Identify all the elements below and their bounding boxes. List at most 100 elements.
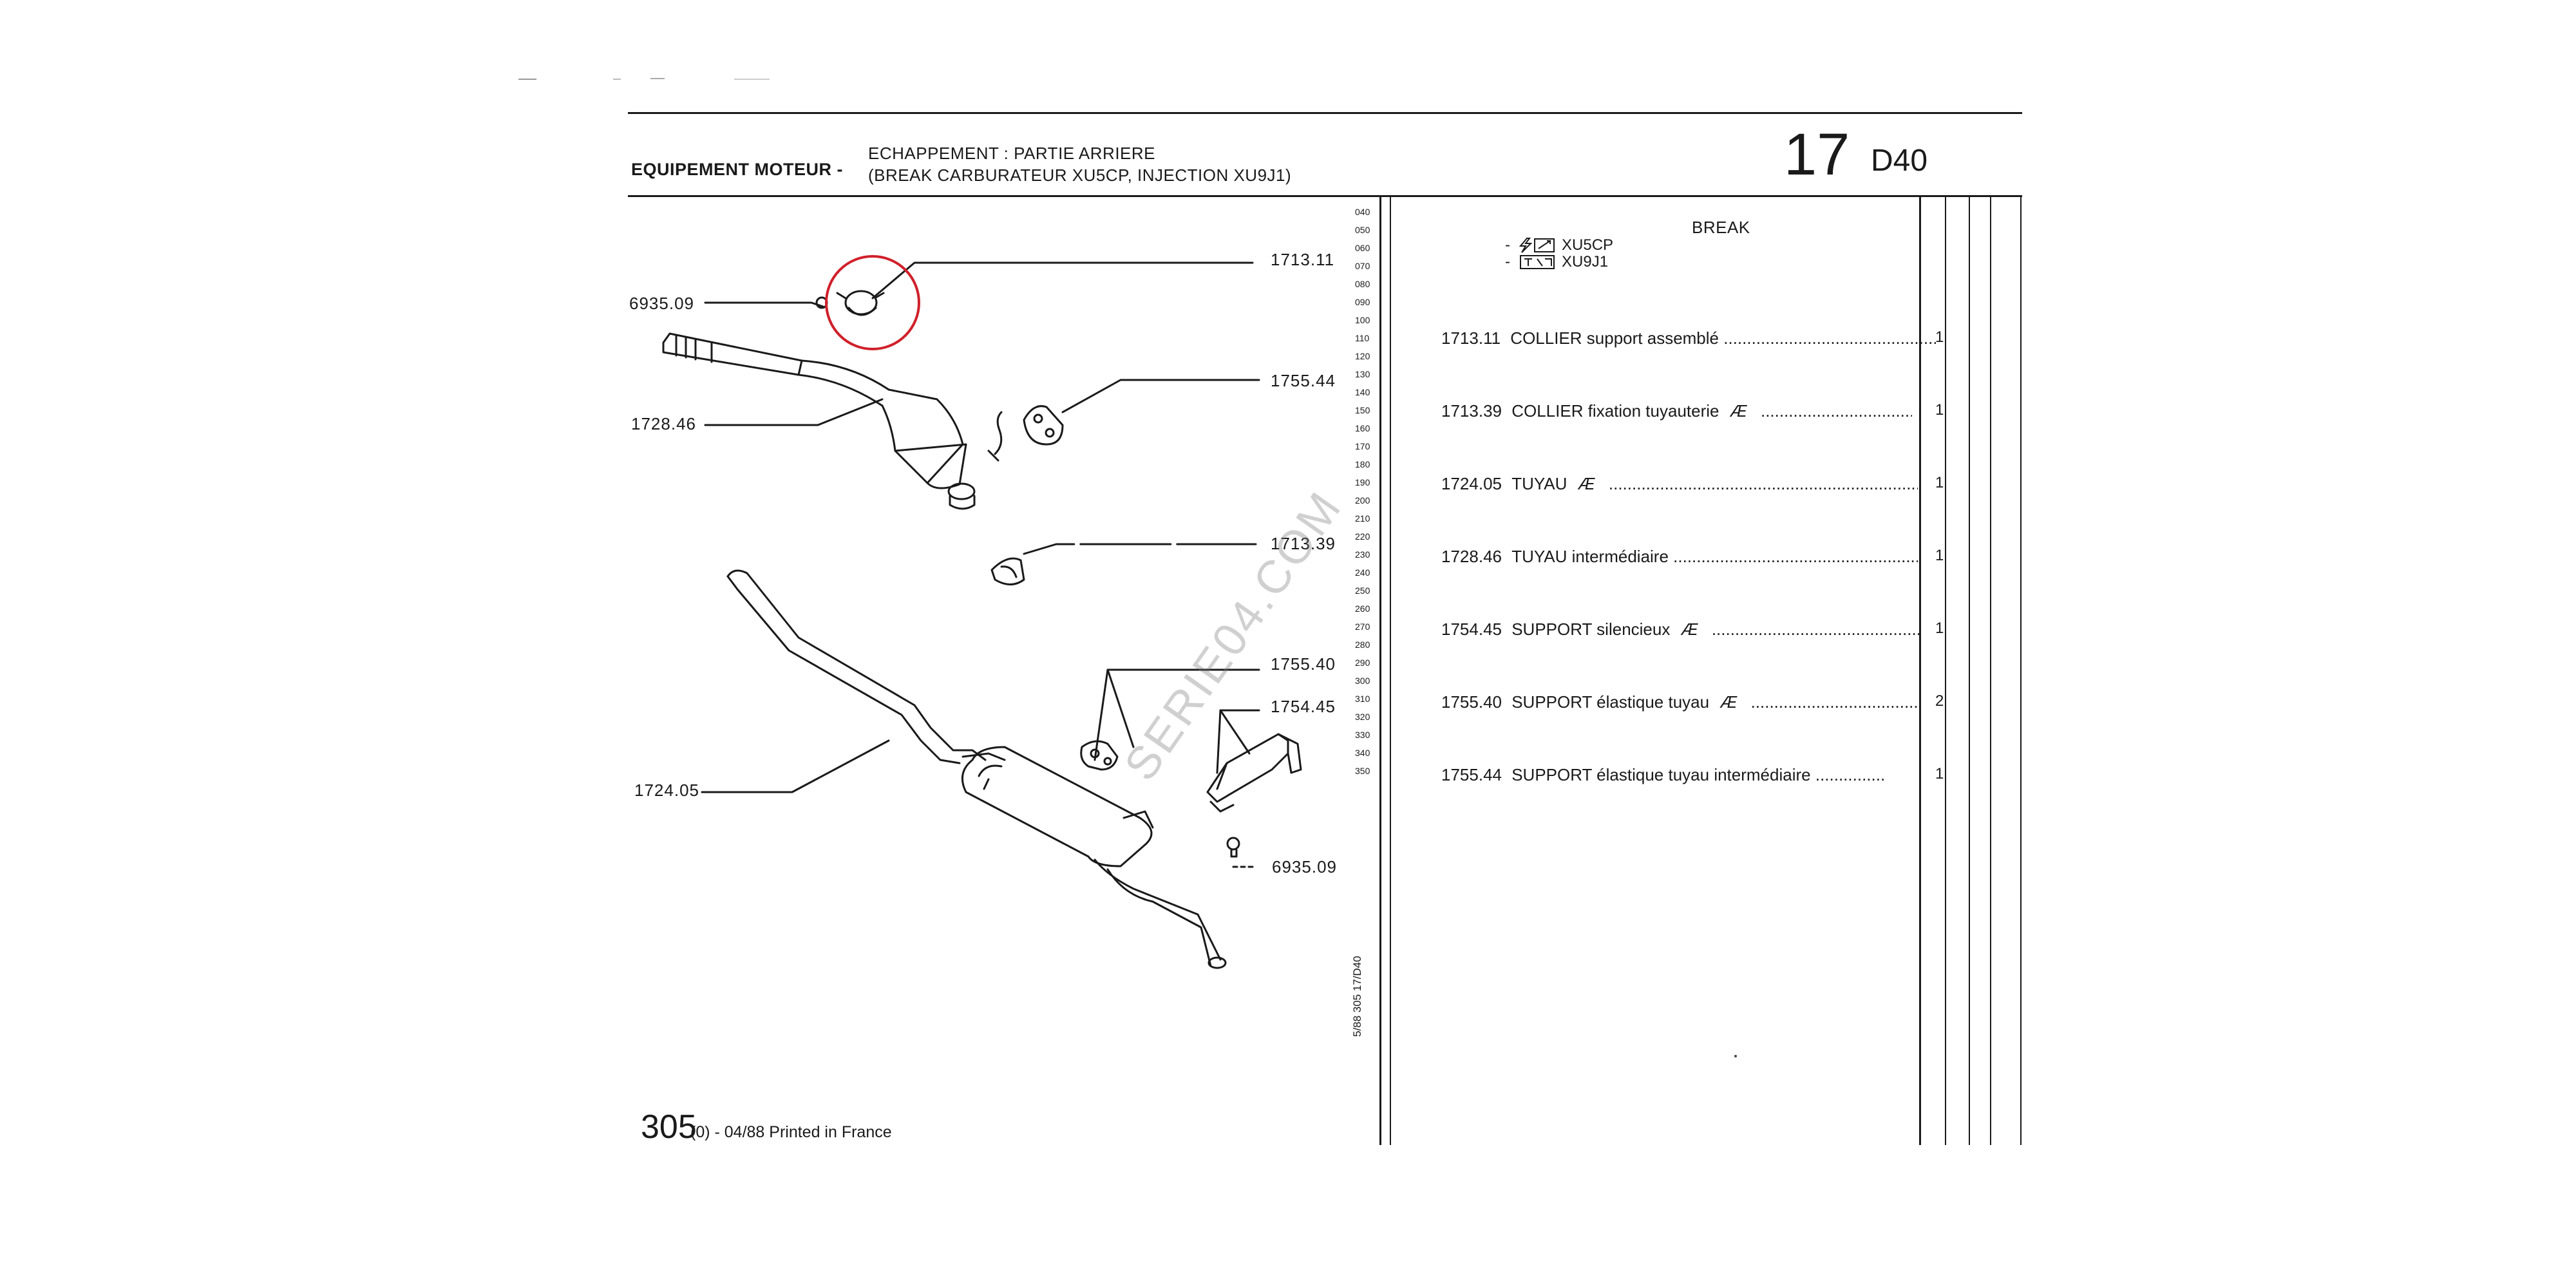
leader-dots: ........................................… — [1673, 547, 1918, 566]
part-desc: SUPPORT silencieux — [1511, 620, 1671, 639]
leader-dots: ........................................… — [1608, 474, 1918, 493]
part-row: 1728.46 TUYAU intermédiaire ............… — [1441, 547, 1918, 567]
part-qty: 1 — [1935, 474, 1944, 491]
page-number: 17 — [1784, 122, 1850, 187]
code-cell: 170 — [1355, 441, 1370, 451]
code-cell: 250 — [1355, 585, 1370, 596]
rear-pipe-172405 — [726, 569, 1006, 764]
column-rule-4 — [1990, 195, 1991, 1145]
code-cell: 100 — [1355, 315, 1370, 325]
code-cell: 140 — [1355, 387, 1370, 397]
column-rule-left-2 — [1390, 195, 1391, 1145]
part-row: 1713.11 COLLIER support assemblé .......… — [1441, 328, 1936, 348]
leader-line — [1023, 543, 1257, 555]
code-cell: 280 — [1355, 639, 1370, 650]
code-cell: 110 — [1355, 333, 1370, 343]
code-cell: 060 — [1355, 243, 1370, 253]
support-175445 — [1206, 733, 1302, 813]
column-rule-left — [1379, 195, 1381, 1145]
code-cell: 340 — [1355, 748, 1370, 758]
section-title: EQUIPEMENT MOTEUR - — [631, 160, 844, 179]
top-rule — [628, 112, 2022, 114]
clamp-171311 — [836, 290, 885, 316]
scan-mark — [734, 79, 770, 80]
ar-symbol: Æ — [1730, 401, 1747, 421]
code-cell: 320 — [1355, 712, 1370, 722]
legend-label: XU5CP — [1562, 236, 1614, 254]
leader-line — [1216, 709, 1260, 774]
code-cell: 190 — [1355, 477, 1370, 488]
code-cell: 270 — [1355, 621, 1370, 632]
code-cell: 300 — [1355, 676, 1370, 686]
break-title: BREAK — [1692, 218, 1750, 237]
footer-text: (0) - 04/88 Printed in France — [690, 1123, 892, 1141]
code-cell: 180 — [1355, 459, 1370, 469]
part-row: 1755.44 SUPPORT élastique tuyau interméd… — [1441, 765, 1886, 785]
highlight-circle — [825, 255, 920, 350]
label-6935-09-top: 6935.09 — [629, 294, 694, 313]
leader-dots: ........................................… — [1723, 328, 1936, 348]
code-cell: 220 — [1355, 531, 1370, 542]
injection-icon — [1520, 255, 1555, 269]
part-qty: 1 — [1935, 765, 1944, 782]
page-code: D40 — [1871, 144, 1928, 178]
leader-line — [701, 739, 890, 793]
footer-number: 305 — [641, 1108, 697, 1146]
code-cell: 240 — [1355, 567, 1370, 578]
clamp-171339 — [990, 557, 1025, 585]
part-qty: 1 — [1935, 401, 1944, 419]
code-cell: 070 — [1355, 261, 1370, 271]
code-cell: 130 — [1355, 369, 1370, 379]
code-cell: 120 — [1355, 351, 1370, 361]
part-ref: 1713.11 — [1441, 328, 1501, 348]
code-cell: 230 — [1355, 549, 1370, 560]
rear-silencer — [961, 746, 1227, 969]
part-ref: 1754.45 — [1441, 620, 1502, 639]
legend-prefix: - — [1505, 253, 1510, 270]
part-desc: SUPPORT élastique tuyau intermédiaire — [1511, 765, 1811, 784]
leader-dots: ........................................… — [1711, 620, 1921, 639]
leader-dots: ........................................… — [1760, 401, 1912, 421]
support-175544 — [1023, 405, 1064, 446]
part-qty: 1 — [1935, 328, 1944, 346]
ar-symbol: Æ — [1681, 620, 1698, 639]
label-1713-39: 1713.39 — [1271, 534, 1336, 553]
leader-line — [704, 301, 824, 308]
part-ref: 1724.05 — [1441, 474, 1502, 493]
code-cell: 330 — [1355, 730, 1370, 740]
scan-dot — [1734, 1055, 1737, 1057]
scan-mark — [650, 78, 665, 79]
scan-mark — [518, 79, 536, 80]
column-rule-3 — [1969, 195, 1970, 1145]
part-row: 1754.45 SUPPORT silencieux Æ ...........… — [1441, 620, 1921, 639]
part-desc: COLLIER support assemblé — [1510, 328, 1719, 348]
leader-line — [704, 398, 884, 426]
code-cell: 080 — [1355, 279, 1370, 289]
leader-line — [1061, 379, 1260, 413]
code-cell: 310 — [1355, 694, 1370, 704]
leader-dots: ........................................… — [1750, 692, 1918, 712]
nut-693509-bottom — [1226, 837, 1240, 858]
carburettor-icon — [1519, 238, 1555, 253]
part-qty: 1 — [1935, 620, 1944, 637]
scan-mark — [613, 79, 621, 80]
part-desc: SUPPORT élastique tuyau — [1511, 692, 1710, 712]
part-ref: 1755.44 — [1441, 765, 1502, 784]
ar-symbol: Æ — [1720, 692, 1738, 712]
code-cell: 040 — [1355, 207, 1370, 217]
part-row: 1755.40 SUPPORT élastique tuyau Æ ......… — [1441, 692, 1918, 712]
label-6935-09-bottom: 6935.09 — [1272, 857, 1337, 876]
intermediate-pipe-172846 — [662, 332, 1003, 510]
part-ref: 1755.40 — [1441, 692, 1502, 712]
support-175540 — [1080, 740, 1119, 771]
code-cell: 290 — [1355, 658, 1370, 668]
label-1755-40: 1755.40 — [1271, 654, 1336, 674]
label-1713-11: 1713.11 — [1271, 250, 1335, 269]
subtitle-line-1: ECHAPPEMENT : PARTIE ARRIERE — [868, 144, 1155, 163]
part-ref: 1713.39 — [1441, 401, 1502, 421]
column-rule-qty-2 — [1945, 195, 1946, 1145]
part-desc: TUYAU intermédiaire — [1511, 547, 1669, 566]
legend-label: XU9J1 — [1562, 253, 1609, 270]
column-rule-qty — [1919, 195, 1921, 1145]
